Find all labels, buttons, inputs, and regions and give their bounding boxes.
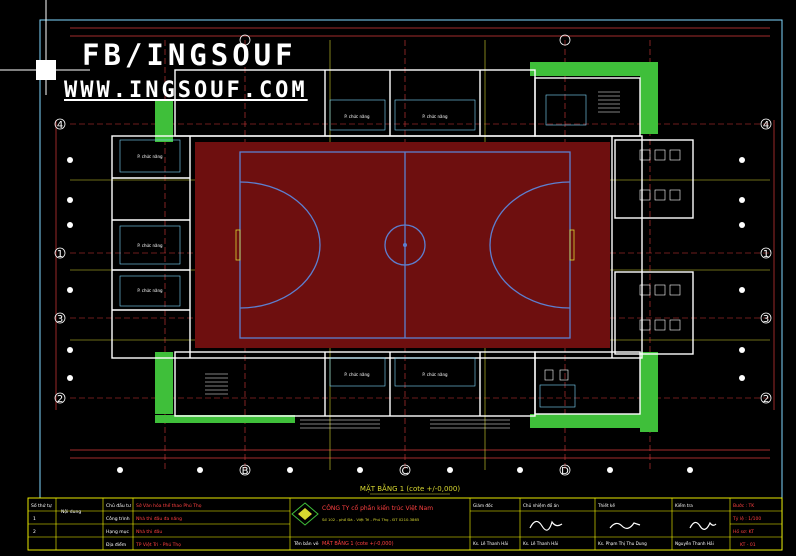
tb-row-label: Công trình	[106, 515, 130, 522]
sports-court	[195, 142, 610, 348]
tb-row-no: 2	[33, 529, 36, 535]
watermark-line-1: FB/INGSOUF	[82, 38, 297, 72]
grid-col-label: C	[402, 466, 409, 477]
tb-row-no: 1	[33, 516, 36, 522]
grid-row-label: 3	[57, 314, 63, 325]
room-label: P. chức năng	[137, 243, 163, 248]
room-details	[119, 94, 587, 408]
role-title: Kiểm tra	[675, 503, 693, 508]
role-title: Thiết kế	[597, 503, 615, 508]
project-code: Hồ sơ: KT	[733, 527, 754, 535]
grid-row-label: 1	[57, 249, 63, 260]
tb-row-label: Chủ đầu tư	[106, 501, 132, 509]
dimension-lines	[55, 27, 775, 459]
watermark-line-2: WWW.INGSOUF.COM	[64, 78, 308, 103]
grid-bubbles	[54, 34, 772, 476]
grid-row-label: 4	[763, 120, 769, 131]
room-labels: P. chức năng P. chức năng P. chức năng P…	[137, 114, 448, 377]
room-label: P. chức năng	[137, 288, 163, 293]
grid-row-label: 2	[763, 394, 769, 405]
grid-col-label: B	[242, 466, 249, 477]
grid-labels: 4 1 3 2 4 1 3 2 B C D	[57, 120, 769, 477]
tb-row-value: Nhà thi đấu	[136, 528, 162, 535]
grid-col-label: D	[561, 466, 569, 477]
sheet-name: MẶT BẰNG 1 (cote +/-0,000)	[322, 539, 394, 547]
grid-row-label: 2	[57, 394, 63, 405]
room-label: P. chức năng	[422, 372, 448, 377]
tb-col-header: Nội dung	[61, 508, 81, 515]
room-label: P. chức năng	[344, 372, 370, 377]
role-name: Ks. Lê Thanh Hải	[473, 541, 508, 546]
room-label: P. chức năng	[344, 114, 370, 119]
tb-row-label: Hạng mục	[106, 529, 130, 535]
tb-row-value: TP Việt Trì - Phú Thọ	[135, 541, 181, 548]
grid-row-label: 1	[763, 249, 769, 260]
phase-label: Bước : TK	[733, 502, 755, 509]
grid-bubble-markers	[67, 157, 745, 473]
company-logo	[291, 502, 319, 526]
tb-row-value: Nhà thi đấu đa năng	[136, 515, 182, 522]
company-name: CÔNG TY cổ phần kiến trúc Việt Nam	[322, 504, 433, 512]
room-label: P. chức năng	[137, 154, 163, 159]
role-title: Chủ nhiệm đồ án	[523, 503, 559, 508]
staircases	[205, 91, 620, 429]
ratio-label: Tỷ lệ : 1/100	[732, 515, 761, 522]
tb-row-value: Sở Văn hóa thể thao Phú Thọ	[136, 502, 202, 509]
company-address: Số 102 - phố Đà - Việt Trì - Phú Thọ - Đ…	[322, 517, 420, 522]
sheet-number: KT - 01	[740, 542, 756, 548]
role-title: Giám đốc	[473, 503, 494, 508]
plan-caption: MẶT BẰNG 1 (cote +/-0,000)	[360, 483, 460, 493]
tb-row-label: Địa điểm	[106, 541, 126, 548]
grid-row-label: 3	[763, 314, 769, 325]
signatures	[529, 520, 717, 531]
title-block: Số thứ tự Nội dung 1 2 Chủ đầu tư Công t…	[27, 497, 783, 551]
room-label: P. chức năng	[422, 114, 448, 119]
sheet-label: Tên bản vẽ	[293, 540, 319, 547]
role-name: Ks. Lê Thanh Hải	[523, 541, 558, 546]
toilet-fixtures	[544, 149, 681, 381]
grid-row-label: 4	[57, 120, 63, 131]
role-name: Ks. Phạm Thị Thu Dung	[598, 541, 647, 546]
tb-col-header: Số thứ tự	[31, 502, 53, 509]
role-name: Nguyễn Thanh Hải	[675, 541, 714, 546]
landscape-bands	[155, 62, 658, 432]
